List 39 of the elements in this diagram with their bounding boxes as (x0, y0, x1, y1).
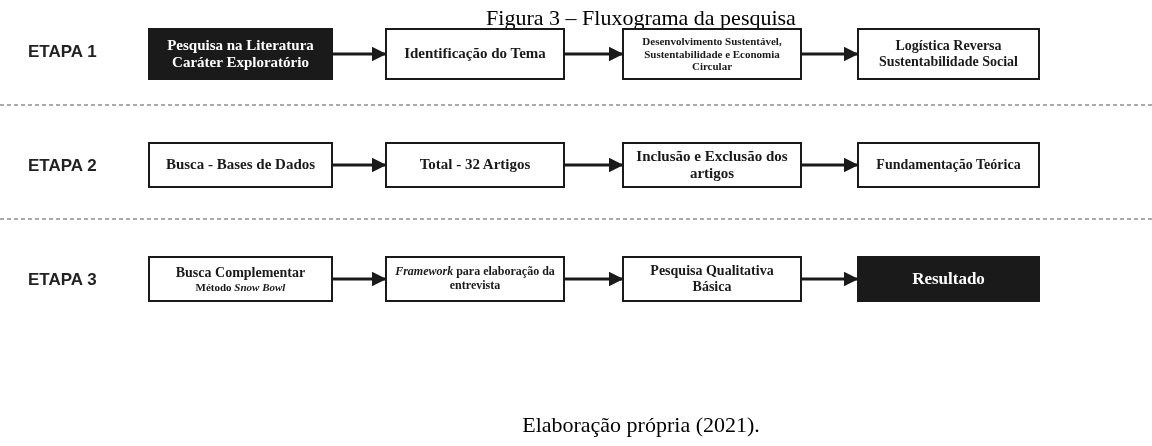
process-box (857, 256, 1040, 302)
process-box (385, 28, 565, 80)
process-box (385, 142, 565, 188)
box-text: Pesquisa na Literatura Caráter Exploratório (166, 36, 315, 72)
stage-label: ETAPA 2 (28, 156, 97, 176)
process-box (857, 28, 1040, 80)
process-box (148, 28, 333, 80)
process-box (857, 142, 1040, 188)
process-box (622, 142, 802, 188)
arrow (802, 157, 859, 173)
process-box (622, 28, 802, 80)
arrow (333, 271, 387, 287)
box-text: Inclusão e Exclusão dos artigos (635, 147, 789, 183)
arrow (565, 271, 624, 287)
box-text: Framework para elaboração da entrevista (394, 265, 556, 293)
arrow (565, 157, 624, 173)
arrow (802, 271, 859, 287)
process-box (148, 256, 333, 302)
box-text: Logística Reversa Sustentabilidade Social (878, 37, 1019, 71)
box-text: Busca - Bases de Dados (165, 156, 316, 174)
stage-label: ETAPA 3 (28, 270, 97, 290)
arrow (333, 46, 387, 62)
box-text: Total - 32 Artigos (419, 156, 531, 174)
box-text: Busca Complementar (175, 264, 306, 281)
box-text: Fundamentação Teórica (876, 156, 1021, 174)
process-box (622, 256, 802, 302)
process-box (385, 256, 565, 302)
box-text: Resultado (912, 269, 985, 289)
box-subtext: Método Snow Bowl (195, 280, 286, 294)
box-text: Pesquisa Qualitativa Básica (649, 262, 775, 296)
process-box (148, 142, 333, 188)
arrow (333, 157, 387, 173)
arrow (565, 46, 624, 62)
stage-label: ETAPA 1 (28, 42, 97, 62)
box-text: Desenvolvimento Sustentável, Sustentabilidade e Economia Circular (641, 35, 783, 73)
figure-title: Figura 3 – Fluxograma da pesquisa (485, 5, 797, 31)
caption: Elaboração própria (2021). (521, 412, 761, 438)
box-text: Identificação do Tema (404, 45, 546, 63)
arrow (802, 46, 859, 62)
